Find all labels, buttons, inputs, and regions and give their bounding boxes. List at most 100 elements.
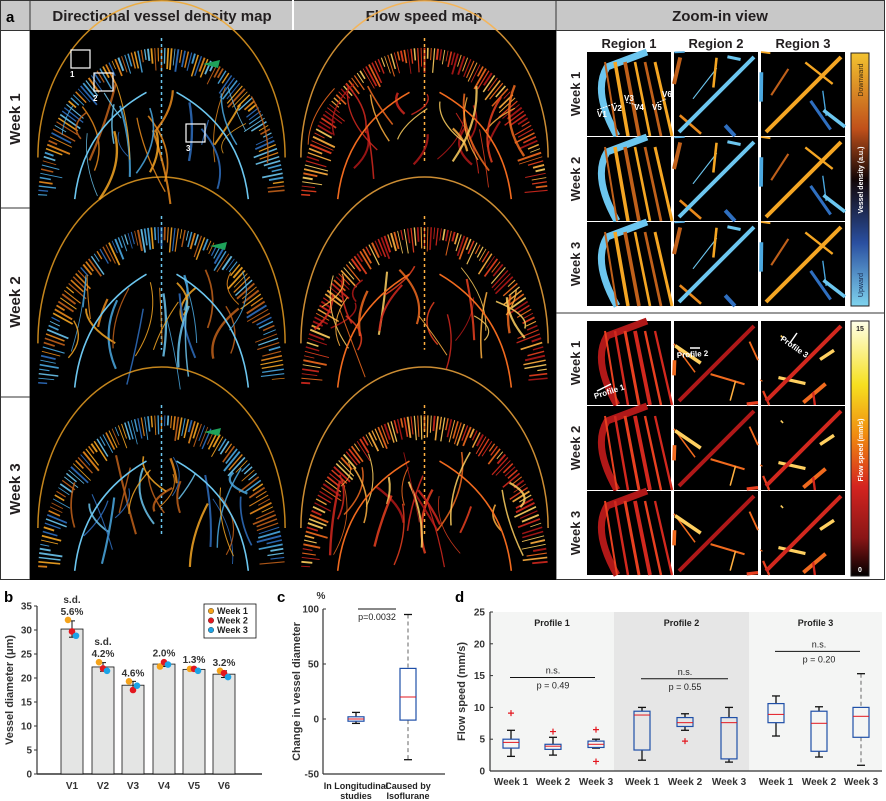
vessel [194, 55, 203, 77]
vessel [127, 53, 133, 67]
vessel [335, 296, 348, 347]
vessel [179, 286, 197, 323]
vessel [301, 565, 311, 568]
vessel [515, 501, 535, 514]
vessel [105, 64, 118, 86]
vessel [224, 443, 233, 454]
vessel [451, 86, 478, 163]
sd-annotation: 1.3% [183, 655, 206, 666]
vessel [77, 456, 94, 474]
vessel [432, 415, 436, 432]
flow-speed-map-week-3 [293, 366, 556, 580]
vessel [527, 160, 544, 166]
vessel [306, 526, 319, 532]
vessel [504, 110, 525, 126]
vessel [451, 231, 456, 242]
vessel [413, 48, 417, 61]
vessel [126, 308, 144, 385]
vessel [241, 286, 257, 300]
vessel [303, 543, 321, 549]
vessel [465, 60, 475, 79]
vessel [56, 490, 66, 498]
zoom-density-week-3-region-2 [672, 221, 758, 308]
x-tick-label: V3 [127, 781, 140, 792]
vessel [491, 457, 509, 476]
vessel [692, 237, 718, 270]
vessel [51, 502, 64, 510]
point-week-1-V1 [64, 616, 72, 624]
vessel [486, 96, 503, 163]
vessel [183, 278, 198, 343]
vessel [226, 82, 241, 100]
vessel [241, 463, 251, 473]
vessel [249, 494, 269, 507]
vessel-label-v5: V5 [652, 103, 662, 112]
vessel [90, 443, 98, 453]
vessel [532, 547, 547, 552]
density-map-week-1 [30, 0, 293, 208]
cortex-surface [300, 366, 549, 529]
vessel [303, 359, 327, 366]
vessel [525, 172, 546, 178]
vessel [262, 132, 272, 138]
vessel [43, 155, 56, 162]
x-tick-label: Caused by [385, 781, 431, 791]
vessel [107, 299, 119, 370]
x-tick-label: Week 1 [625, 777, 660, 788]
vessel [225, 305, 236, 354]
vessel [483, 258, 499, 278]
vessel [462, 57, 469, 72]
vessel [39, 552, 63, 558]
vessel [111, 240, 118, 254]
vessel [406, 416, 412, 438]
vessel [108, 430, 118, 448]
vessel [604, 146, 618, 222]
vessel [49, 320, 61, 327]
y-axis-label: Flow speed (mm/s) [456, 642, 468, 741]
vessel [526, 324, 538, 331]
box [633, 710, 651, 751]
vessel [333, 97, 342, 105]
vessel [623, 415, 641, 491]
zoom-density-week-1: Week 1 [568, 72, 583, 117]
major-vessel [336, 460, 410, 571]
vessel [502, 282, 518, 297]
roi-label-3: 3 [186, 144, 191, 153]
vessel [256, 518, 278, 528]
vessel [819, 348, 835, 361]
vessel [420, 47, 423, 67]
point-week-3-V5 [194, 667, 202, 675]
vessel [678, 284, 702, 305]
vessel [184, 300, 190, 377]
vessel [485, 256, 495, 269]
vessel [41, 350, 61, 357]
vessel [319, 490, 333, 500]
vessel [211, 436, 224, 458]
vessel [401, 467, 409, 506]
major-vessel [73, 91, 147, 200]
row-label-week-2: Week 2 [7, 276, 24, 327]
vessel [134, 230, 139, 246]
vessel [221, 255, 233, 271]
vessel [153, 90, 174, 133]
vessel [604, 231, 618, 307]
vessel [117, 425, 128, 449]
vessel [40, 172, 63, 179]
significance-p: p = 0.49 [537, 681, 570, 691]
vessel [235, 460, 248, 473]
vessel [522, 135, 537, 144]
major-vessel [764, 324, 843, 403]
zoom-speed-week-3-region-2 [672, 491, 759, 576]
vessel [127, 232, 133, 249]
vessel [380, 57, 386, 67]
vessel [258, 498, 271, 506]
vessel [228, 261, 238, 273]
vessel [51, 316, 61, 323]
vessel [410, 416, 414, 435]
vessel [445, 229, 449, 242]
x-tick-label: studies [340, 791, 372, 801]
vessel [484, 80, 501, 101]
vessel [672, 56, 683, 85]
vessel [181, 50, 186, 68]
vessel [365, 246, 372, 256]
